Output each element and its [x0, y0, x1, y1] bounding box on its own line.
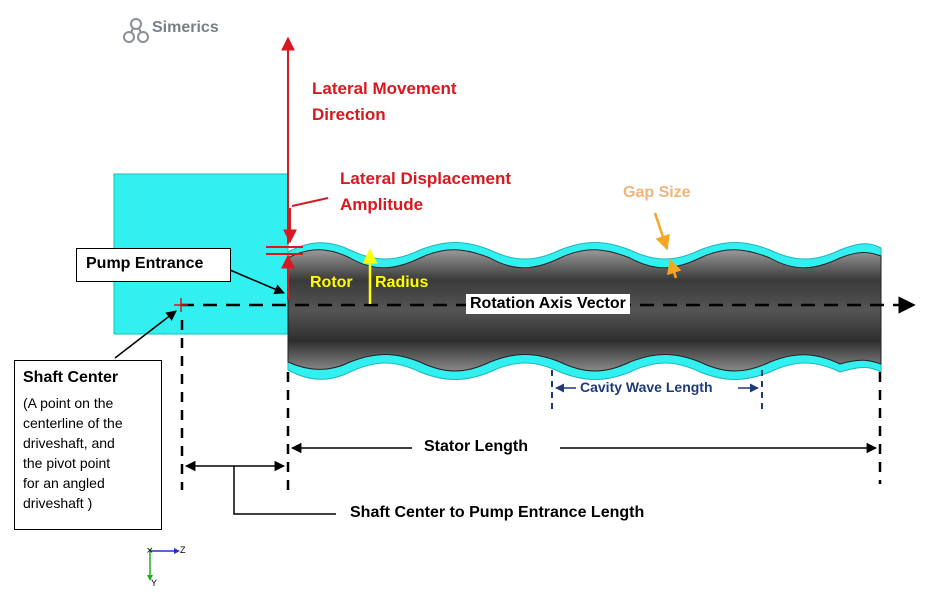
rotor-label: Rotor — [310, 274, 353, 291]
cavity-wave-length-label: Cavity Wave Length — [580, 379, 713, 395]
simerics-logo-icon — [123, 18, 149, 43]
shaft-center-title: Shaft Center — [23, 369, 119, 386]
shaft-center-desc-line: (A point on the — [23, 395, 114, 411]
stator-length-label: Stator Length — [424, 438, 528, 455]
lateral-displacement-label-line1: Lateral Displacement — [340, 169, 512, 188]
shaft-center-box: Shaft Center (A point on the centerline … — [14, 360, 162, 530]
shaft-center-desc-line: driveshaft ) — [23, 495, 93, 511]
gap-size-label: Gap Size — [623, 184, 691, 201]
lateral-movement-label-line2: Direction — [312, 105, 386, 124]
shaft-to-entrance-length-label: Shaft Center to Pump Entrance Length — [350, 504, 645, 521]
lateral-movement-label-line1: Lateral Movement — [312, 79, 457, 98]
axis-y-label: Y — [151, 578, 158, 588]
rotation-axis-vector-label: Rotation Axis Vector — [466, 294, 630, 314]
shaft-center-desc-line: for an angled — [23, 475, 105, 491]
shaft-center-description: (A point on the centerline of the drives… — [23, 393, 123, 513]
lateral-displacement-label-line2: Amplitude — [340, 195, 424, 214]
pump-entrance-pointer — [229, 269, 285, 295]
shaft-center-pointer — [114, 310, 177, 359]
svg-text:×: × — [146, 546, 154, 556]
gap-size-arrow-top — [653, 212, 670, 251]
pump-entrance-box: Pump Entrance — [76, 248, 231, 282]
shaft-center-desc-line: the pivot point — [23, 455, 111, 471]
radius-label: Radius — [375, 274, 429, 291]
simerics-logo-text: Simerics — [152, 19, 219, 36]
axis-z-label: Z — [180, 545, 186, 555]
shaft-center-desc-line: centerline of the — [23, 415, 123, 431]
amplitude-pointer — [291, 197, 329, 207]
shaft-to-entrance-leader — [233, 466, 336, 515]
gap-size-arrow-bottom — [667, 258, 682, 279]
axis-triad-icon: × — [146, 546, 180, 581]
shaft-center-desc-line: driveshaft, and — [23, 435, 115, 451]
pump-entrance-label: Pump Entrance — [86, 255, 204, 272]
